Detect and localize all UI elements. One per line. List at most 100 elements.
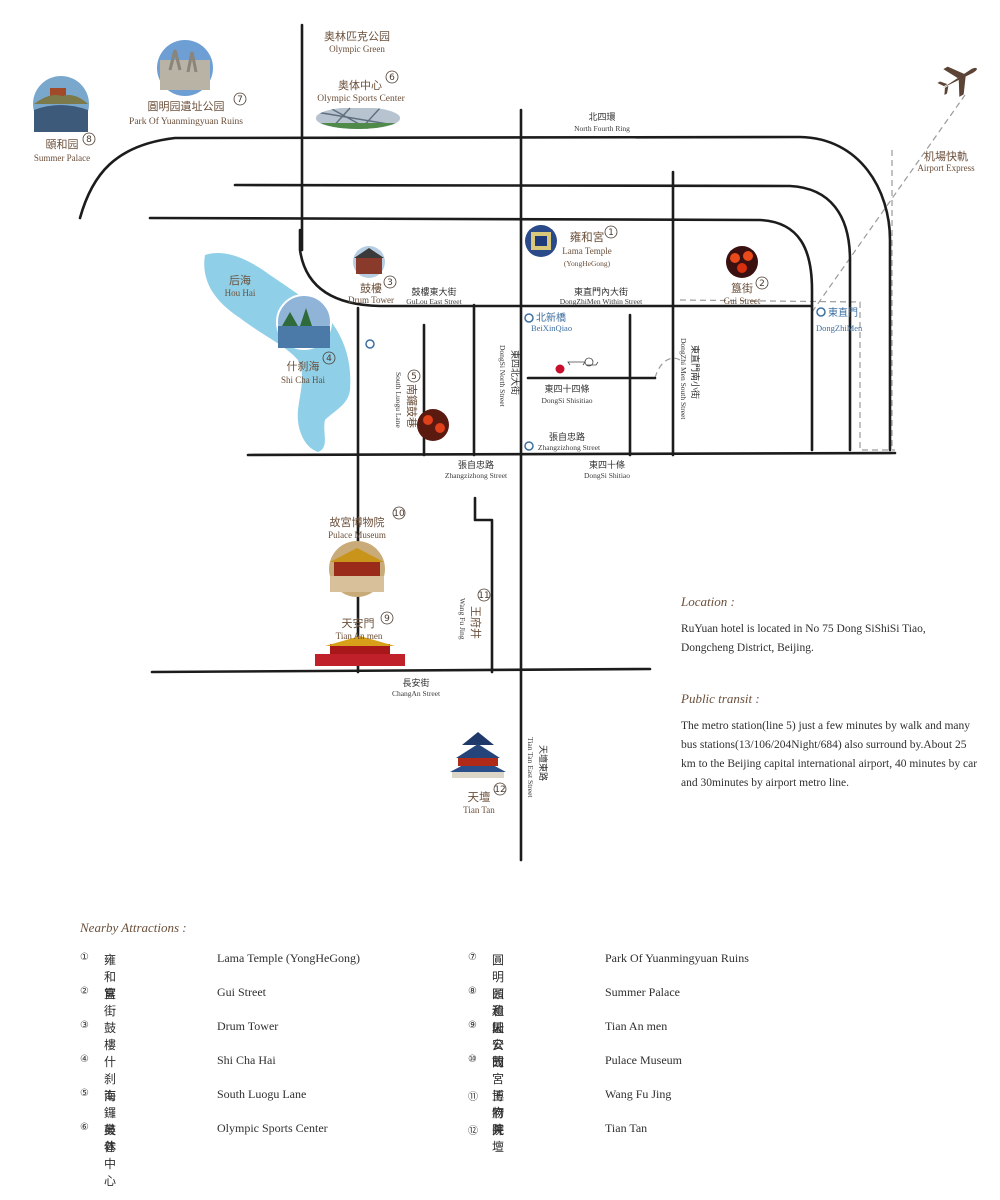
metro-icon xyxy=(524,313,534,323)
dongsi-north-label-en: DongSi North Street xyxy=(498,345,507,408)
attraction-name-cn: 南鑼鼓巷 xyxy=(104,1089,118,1154)
tiantan-east-label-cn: 天壇東路 xyxy=(537,745,549,781)
yuanmingyuan-picture xyxy=(157,40,213,96)
palace-museum-number: 10 xyxy=(393,509,405,519)
attraction-name-en: Tian Tan xyxy=(605,1121,648,1135)
attraction-number: ④ xyxy=(80,1054,89,1065)
third-ring-road xyxy=(233,183,852,452)
transit-text: The metro station(line 5) just a few min… xyxy=(681,720,978,789)
zhangzizhong-road xyxy=(246,451,897,457)
lama-temple-label-sub: (YongHeGong) xyxy=(564,259,611,268)
tiantan-label-en: Tian Tan xyxy=(463,805,495,815)
attraction-name-en: Wang Fu Jing xyxy=(605,1087,672,1101)
attraction-number: ⑧ xyxy=(468,986,477,997)
hotel-marker-icon xyxy=(555,357,599,374)
location-panel: Location : RuYuan hotel is located in No… xyxy=(681,594,981,658)
dongsi-shisitiao-label-cn: 東四十四條 xyxy=(544,383,589,395)
zhangzizhong-upper-label-en: Zhangzizhong Street xyxy=(538,443,601,452)
olympic-sports-label-en: Olympic Sports Center xyxy=(317,94,405,104)
metro-icon xyxy=(365,339,375,349)
houhai-lake xyxy=(204,252,351,452)
gulou-east-label-en: GuLou East Street xyxy=(406,297,462,306)
north-fourth-ring-label-cn: 北四環 xyxy=(588,112,615,123)
tiananmen-label-cn: 天安門 xyxy=(342,616,375,630)
attraction-name-en: Lama Temple (YongHeGong) xyxy=(217,951,361,965)
dashed-rail-east xyxy=(679,299,895,451)
summer-palace-label-en: Summer Palace xyxy=(34,153,90,163)
attraction-number: ⑫ xyxy=(468,1126,478,1137)
south-luogu-picture xyxy=(417,409,449,441)
tiantan-picture xyxy=(450,732,506,778)
transit-title: Public transit : xyxy=(681,691,760,706)
dongzhimen-metro-label-en: DongZhiMen xyxy=(816,323,863,333)
attraction-name-en: Pulace Museum xyxy=(605,1053,682,1067)
number-badge-icon xyxy=(233,92,247,106)
attraction-name-en: Gui Street xyxy=(217,985,266,999)
dongzhimen-metro-label-cn: 東直門 xyxy=(828,306,858,319)
shichahai-label-cn: 什刹海 xyxy=(287,359,320,373)
transit-panel: Public transit : The metro station(line … xyxy=(681,691,981,793)
dashed-rail-dongzhimen xyxy=(654,357,681,379)
lama-temple-number: 1 xyxy=(608,228,614,238)
gui-street-label-cn: 簋街 xyxy=(731,281,753,295)
number-badge-icon xyxy=(407,369,421,383)
airport-express-line xyxy=(811,94,966,313)
wangfujing-label-en: Wang Fu Jing xyxy=(458,598,467,640)
attraction-name-en: Shi Cha Hai xyxy=(217,1053,276,1067)
changan-label-cn: 長安街 xyxy=(402,677,429,689)
attraction-name-cn: 天壇 xyxy=(492,1123,506,1154)
number-badge-icon xyxy=(493,782,507,796)
attraction-number: ⑩ xyxy=(468,1054,477,1065)
yuanmingyuan-label-en: Park Of Yuanmingyuan Ruins xyxy=(129,116,243,127)
tiantan-label-cn: 天壇 xyxy=(468,790,491,804)
palace-museum-label-en: Pulace Museum xyxy=(328,530,386,540)
summer-palace-label-cn: 頤和园 xyxy=(46,138,79,151)
lama-temple-label-cn: 雍和宮 xyxy=(570,230,605,244)
attraction-number: ⑤ xyxy=(80,1088,89,1099)
north-fourth-ring-label-en: North Fourth Ring xyxy=(574,124,630,133)
drum-tower-number: 3 xyxy=(387,278,393,288)
houhai-label-cn: 后海 xyxy=(229,273,251,287)
dongsi-shitiao-label-en: DongSi Shitiao xyxy=(584,471,630,480)
number-badge-icon xyxy=(477,588,491,602)
summer-palace-picture xyxy=(33,76,89,132)
tiananmen-label-en: Tian An men xyxy=(336,631,383,641)
zhangzizhong-lower-label-cn: 張自忠路 xyxy=(458,459,494,471)
dongsi-north-label-cn: 東四北大街 xyxy=(509,350,521,395)
tiananmen-number: 9 xyxy=(384,614,390,624)
second-ring-north xyxy=(148,216,814,452)
palace-museum-picture xyxy=(329,541,385,597)
location-text: RuYuan hotel is located in No 75 Dong Si… xyxy=(681,623,926,654)
dongsi-shitiao-label-cn: 東四十條 xyxy=(589,459,625,471)
attraction-name-cn: 故宮博物院 xyxy=(492,1055,506,1137)
wangfujing-label-cn: 王府井 xyxy=(469,606,483,639)
attraction-name-cn: 圓明园遺址公园 xyxy=(492,953,506,1069)
lama-temple-picture xyxy=(525,225,557,257)
metro-icon xyxy=(524,441,534,451)
gui-street-number: 2 xyxy=(759,279,765,289)
attraction-name-en: Olympic Sports Center xyxy=(217,1121,328,1135)
dongzhimen-south-label-en: DongZhi Men South Street xyxy=(679,338,688,420)
airplane-icon xyxy=(937,66,977,97)
attraction-name-cn: 奥体中心 xyxy=(104,1123,118,1188)
number-badge-icon xyxy=(604,225,618,239)
dongsi-shisitiao-label-en: DongSi Shisitiao xyxy=(541,396,592,405)
olympic-green-label-en: Olympic Green xyxy=(329,44,385,54)
attraction-name-cn: 王府井 xyxy=(492,1089,506,1137)
south-luogu-label-cn: 南鑼鼓巷 xyxy=(405,384,419,428)
attraction-name-cn: 雍和宮 xyxy=(104,953,118,1001)
shichahai-label-en: Shi Cha Hai xyxy=(281,375,325,385)
north-fourth-ring-road xyxy=(78,135,892,452)
shichahai-picture xyxy=(276,294,332,350)
attraction-name-en: Drum Tower xyxy=(217,1019,279,1033)
attraction-name-cn: 什刹海 xyxy=(104,1055,118,1103)
attraction-name-en: Park Of Yuanmingyuan Ruins xyxy=(605,951,749,965)
airport-express-label-en: Airport Express xyxy=(917,163,975,173)
yuanmingyuan-number: 7 xyxy=(237,95,243,105)
dongzhimen-within-label-cn: 東直門內大街 xyxy=(574,286,628,298)
city-map: 北四環 North Fourth Ring 机場快軌 Airport Expre… xyxy=(33,23,977,862)
attraction-name-cn: 鼓樓 xyxy=(104,1021,118,1052)
attraction-number: ② xyxy=(80,986,89,997)
dongzhimen-within-label-en: DongZhiMen Within Street xyxy=(560,297,643,306)
